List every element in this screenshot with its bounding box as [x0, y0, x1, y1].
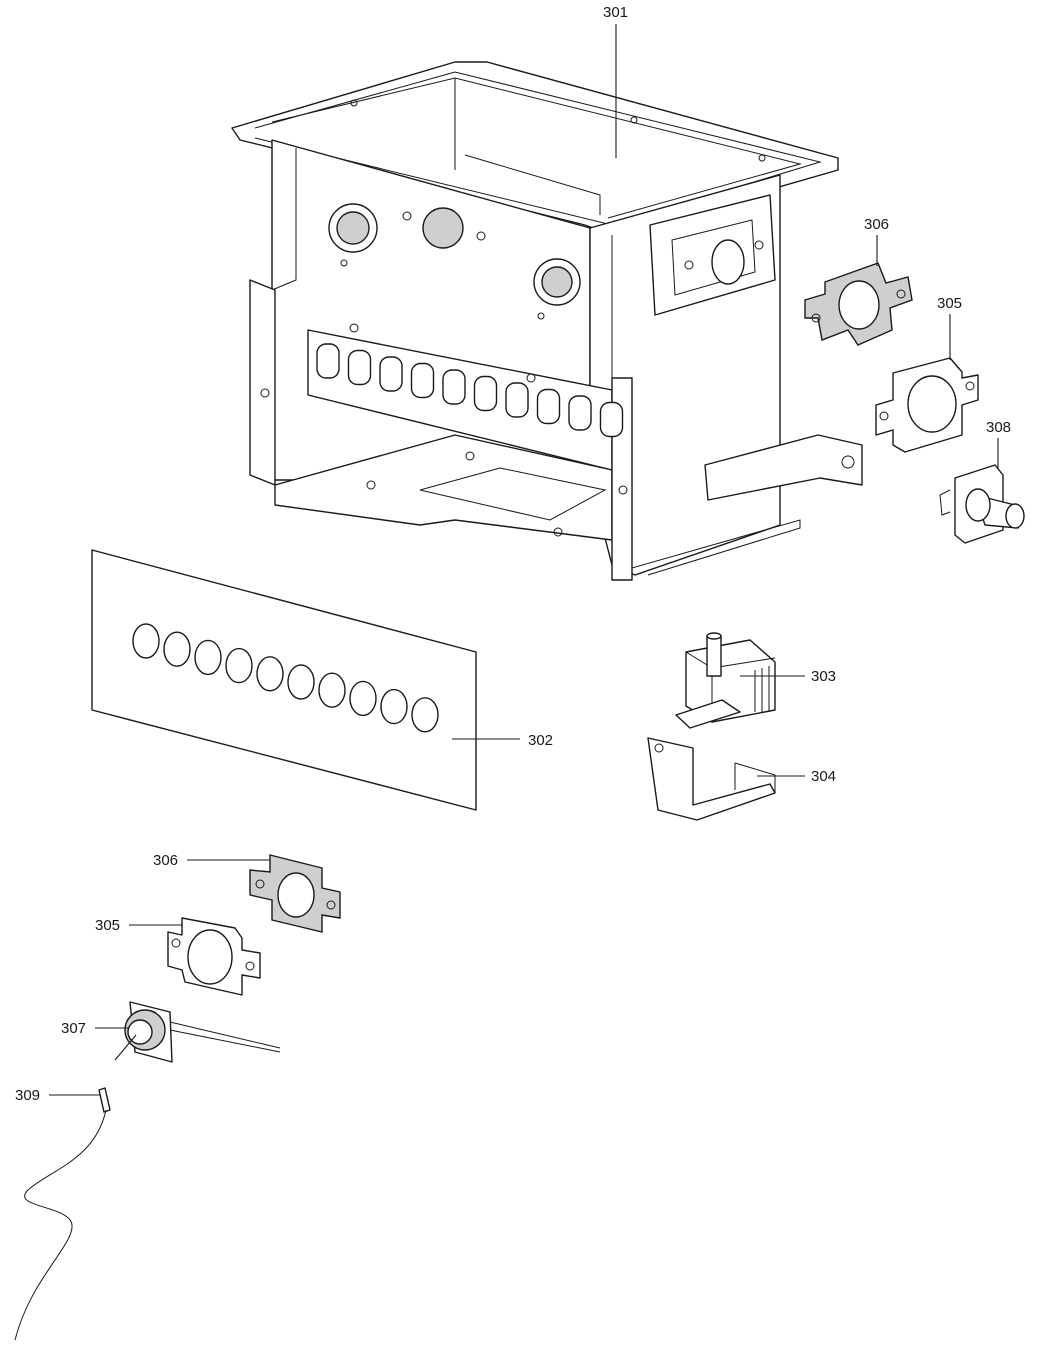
housing-slot [505, 382, 529, 418]
housing-slot [316, 343, 340, 379]
part-304-bracket [647, 737, 776, 821]
part-308-plug [939, 464, 1025, 544]
callout-306-left: 306 [153, 852, 178, 869]
housing-slot [347, 349, 372, 386]
panel-hole [318, 672, 346, 708]
part-302-panel [91, 549, 477, 811]
callout-304: 304 [811, 768, 836, 785]
callout-305-left: 305 [95, 917, 120, 934]
callout-306-right: 306 [864, 216, 889, 233]
housing-slot [536, 388, 561, 425]
panel-hole [163, 631, 191, 667]
housing-slot [599, 401, 624, 438]
callout-309: 309 [15, 1087, 40, 1104]
part-307-gland [114, 1001, 281, 1063]
panel-hole [380, 688, 408, 725]
housing-slot [410, 362, 435, 399]
panel-hole [194, 639, 222, 676]
housing-slot [379, 356, 403, 392]
panel-hole [411, 697, 439, 733]
panel-hole [287, 664, 315, 700]
callout-301: 301 [603, 4, 628, 21]
callout-303: 303 [811, 668, 836, 685]
panel-hole [225, 647, 253, 684]
housing-slot [442, 369, 466, 405]
panel-hole [132, 623, 160, 659]
part-301-housing [231, 61, 863, 581]
housing-slot [568, 395, 592, 431]
part-306-gasket-left [249, 854, 341, 933]
housing-slot [473, 375, 498, 412]
part-305-plate-left [167, 917, 261, 996]
callout-307: 307 [61, 1020, 86, 1037]
panel-hole [349, 680, 377, 717]
part-305-plate-right [875, 357, 979, 453]
callout-305-right: 305 [937, 295, 962, 312]
callout-302: 302 [528, 732, 553, 749]
callout-308: 308 [986, 419, 1011, 436]
part-306-gasket-right [804, 262, 913, 346]
callouts: 301 302 303 304 306 305 308 306 305 307 … [15, 4, 1011, 1104]
part-303-component [675, 632, 776, 729]
panel-hole [256, 656, 284, 692]
part-309-sensor [14, 1087, 111, 1341]
housing-slots [316, 343, 624, 438]
